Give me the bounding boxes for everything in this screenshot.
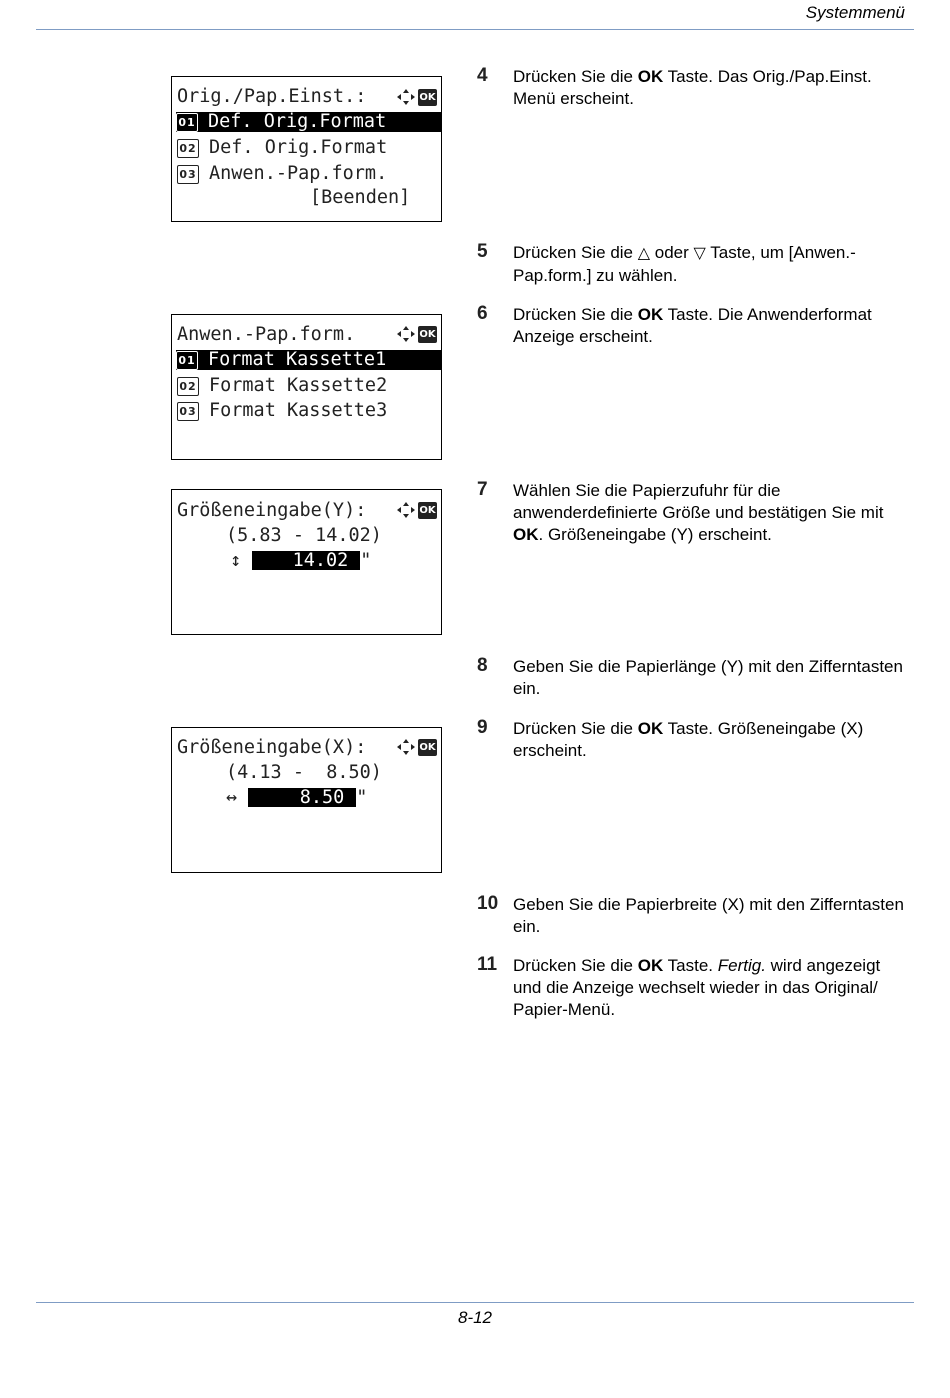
lcd-range: (5.83 - 14.02) [226,525,382,546]
lcd-item[interactable]: 02 Def. Orig.Format [177,137,387,159]
four-way-arrow-icon [397,502,415,518]
lcd-item-label: Format Kassette3 [209,400,388,421]
footer-rule [36,1302,914,1303]
step-text: Drücken Sie die OK Taste. Fertig. wird a… [513,956,881,1019]
lcd-panel-size-y: Größeneingabe(Y): OK (5.83 - 14.02) ↕ 14… [171,489,442,635]
step-text: Drücken Sie die OK Taste. Das Orig./Pap.… [513,67,872,108]
step-text: Drücken Sie die △ oder ▽ Taste, um [Anwe… [513,243,856,285]
lcd-panel-size-x: Größeneingabe(X): OK (4.13 - 8.50) ↔ 8.5… [171,727,442,873]
down-triangle-icon: ▽ [693,245,706,262]
step-text: Drücken Sie die OK Taste. Die Anwenderfo… [513,305,872,346]
lcd-title: Anwen.-Pap.form. [177,324,355,346]
number-03-icon: 03 [177,165,199,184]
step-number: 5 [477,241,488,262]
lcd-range: (4.13 - 8.50) [226,762,382,783]
unit-label: " [356,787,368,808]
vertical-arrow-icon: ↕ [230,550,242,571]
lcd-title: Orig./Pap.Einst.: [177,86,366,108]
up-triangle-icon: △ [637,245,651,262]
nav-ok-indicator: OK [396,501,437,519]
lcd-item-label: Def. Orig.Format [208,111,387,132]
number-01-icon: 01 [176,351,198,370]
step-number: 9 [477,717,488,738]
step-number: 8 [477,655,488,676]
ok-key-icon: OK [418,325,437,343]
lcd-title-text: Anwen.-Pap.form. [177,324,356,345]
lcd-item-label: Def. Orig.Format [209,137,388,158]
header-rule [36,29,914,30]
lcd-title: Größeneingabe(Y): [177,500,366,522]
horizontal-arrow-icon: ↔ [226,787,238,808]
lcd-item-selected[interactable]: 01 Format Kassette1 [176,350,441,370]
value-text: 14.02 [292,550,349,571]
step-text: Geben Sie die Papierbreite (X) mit den Z… [513,895,904,936]
step-number: 4 [477,65,488,86]
step-text: Geben Sie die Papierlänge (Y) mit den Zi… [513,657,903,698]
unit-label: " [360,550,372,571]
value-input[interactable]: 8.50 [248,787,357,808]
page-number: 8-12 [457,1308,493,1327]
step-number: 7 [477,479,488,500]
value-input[interactable]: 14.02 [252,550,361,571]
step-number: 11 [477,954,498,975]
four-way-arrow-icon [397,739,415,755]
number-03-icon: 03 [177,402,199,421]
lcd-value-row: ↔ 8.50 " [226,787,367,809]
lcd-item-label: Anwen.-Pap.form. [209,163,388,184]
ok-key-icon: OK [418,501,437,519]
nav-ok-indicator: OK [396,88,437,106]
lcd-item[interactable]: 03 Anwen.-Pap.form. [177,163,387,185]
lcd-item-label: Format Kassette1 [208,349,387,370]
lcd-item[interactable]: 03 Format Kassette3 [177,400,387,422]
ok-key-icon: OK [418,88,437,106]
number-02-icon: 02 [177,377,199,396]
ok-key-icon: OK [418,738,437,756]
lcd-item-label: Format Kassette2 [209,375,388,396]
step-text: Drücken Sie die OK Taste. Größeneingabe … [513,719,864,760]
nav-ok-indicator: OK [396,738,437,756]
lcd-exit-option[interactable]: [Beenden] [310,187,411,208]
lcd-title: Größeneingabe(X): [177,737,366,759]
four-way-arrow-icon [397,89,415,105]
step-number: 6 [477,303,488,324]
nav-ok-indicator: OK [396,325,437,343]
lcd-item-selected[interactable]: 01 Def. Orig.Format [176,112,441,132]
step-text: Wählen Sie die Papierzufuhr für die anwe… [513,481,884,544]
lcd-item[interactable]: 02 Format Kassette2 [177,375,387,397]
lcd-panel-custom-paper: Anwen.-Pap.form. OK 01 Format Kassette1 0… [171,314,442,460]
lcd-title-text: Größeneingabe(X): [177,737,367,758]
lcd-title-text: Orig./Pap.Einst.: [177,86,367,107]
number-02-icon: 02 [177,139,199,158]
four-way-arrow-icon [397,326,415,342]
lcd-title-text: Größeneingabe(Y): [177,500,367,521]
value-text: 8.50 [299,787,345,808]
number-01-icon: 01 [176,113,198,132]
lcd-value-row: ↕ 14.02 " [230,550,371,572]
header-section-title: Systemmenü [805,3,905,22]
step-number: 10 [477,893,499,914]
